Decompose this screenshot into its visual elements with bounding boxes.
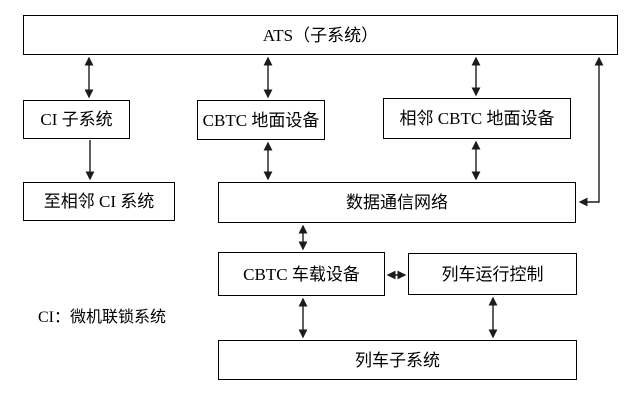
node-adjacent-cbtc-ground-equipment: 相邻 CBTC 地面设备 bbox=[383, 98, 571, 139]
node-train-subsystem: 列车子系统 bbox=[218, 340, 577, 380]
node-cbtc-ground-equipment: CBTC 地面设备 bbox=[197, 100, 325, 140]
node-ats-subsystem: ATS（子系统） bbox=[23, 15, 618, 55]
node-train-operation-control: 列车运行控制 bbox=[408, 253, 577, 295]
ci-abbreviation-note: CI：微机联锁系统 bbox=[38, 309, 167, 326]
node-ci-subsystem: CI 子系统 bbox=[23, 100, 130, 139]
node-to-adjacent-ci-system: 至相邻 CI 系统 bbox=[23, 182, 175, 221]
node-data-communication-network: 数据通信网络 bbox=[218, 182, 576, 223]
edge-ats-data-network-elbow bbox=[578, 56, 604, 207]
node-cbtc-onboard-equipment: CBTC 车载设备 bbox=[218, 252, 385, 296]
